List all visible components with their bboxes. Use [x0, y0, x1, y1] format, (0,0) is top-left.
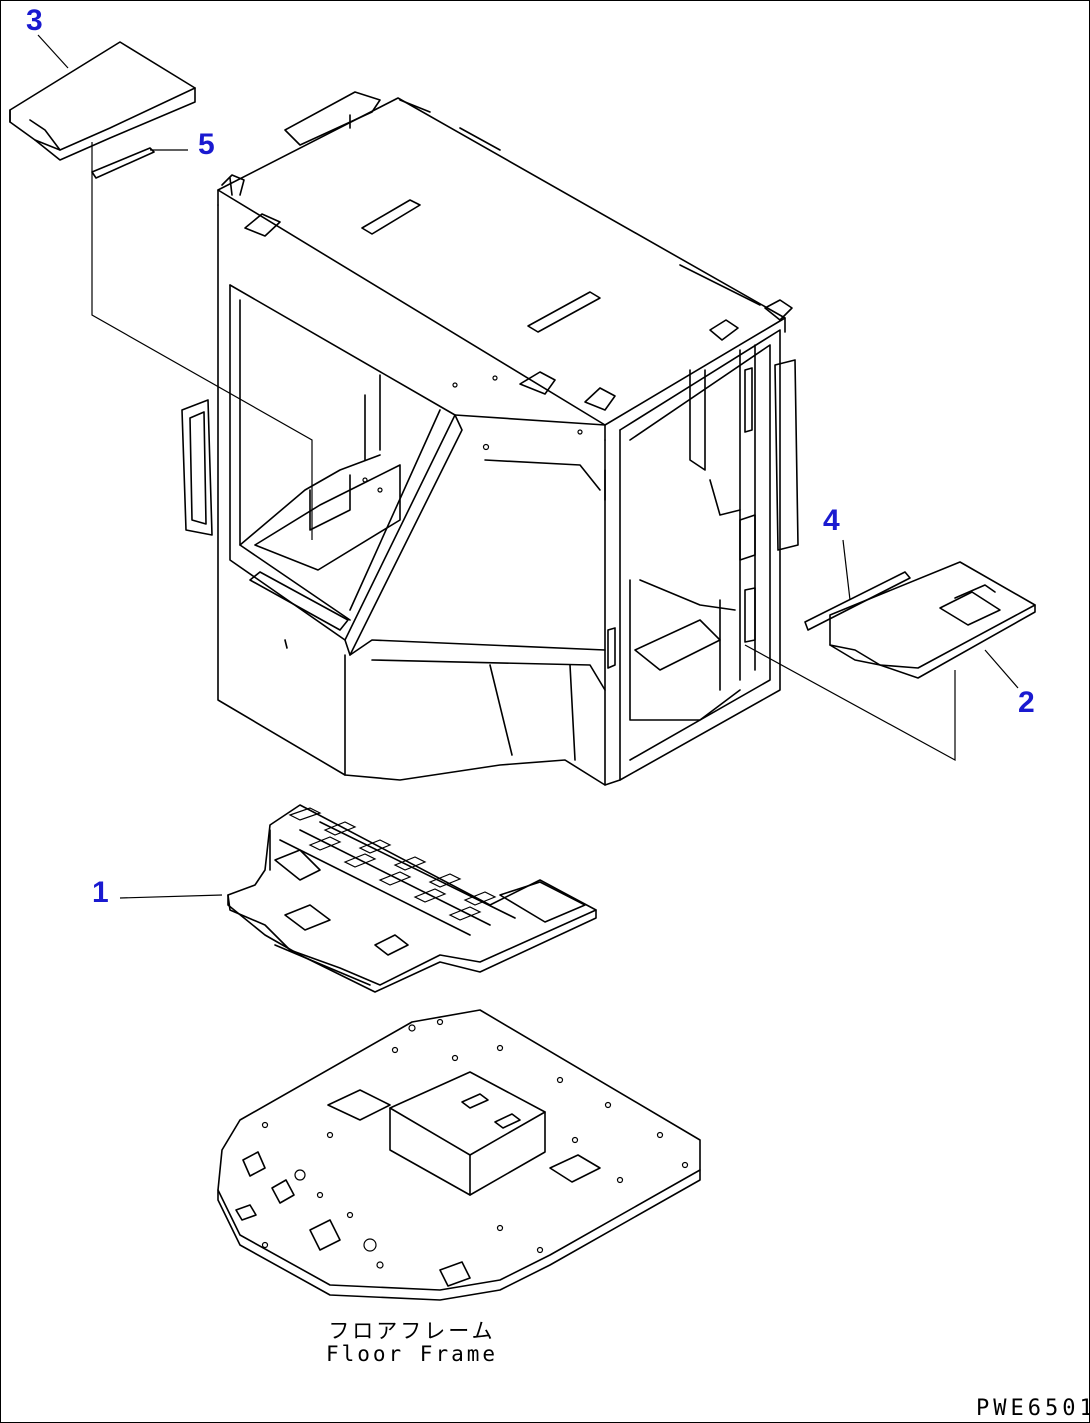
part-1-floor-mat [119, 804, 597, 993]
part-3-leader [37, 34, 313, 540]
floor-frame [217, 1009, 701, 1301]
callout-1: 1 [92, 876, 109, 909]
part-4-strip [804, 539, 911, 631]
part-2-cover-plate [744, 561, 1036, 762]
cab-structure [181, 91, 799, 786]
caption-english: Floor Frame [325, 1342, 499, 1366]
part-5-strip [91, 147, 155, 179]
part-3-cover-plate [9, 41, 196, 161]
callout-3: 3 [26, 4, 43, 37]
callout-4: 4 [823, 504, 840, 537]
drawing-id: PWE6501 [976, 1396, 1090, 1421]
caption-japanese: フロアフレーム [328, 1319, 496, 1343]
callout-2: 2 [1018, 686, 1035, 719]
callout-5: 5 [198, 128, 215, 161]
